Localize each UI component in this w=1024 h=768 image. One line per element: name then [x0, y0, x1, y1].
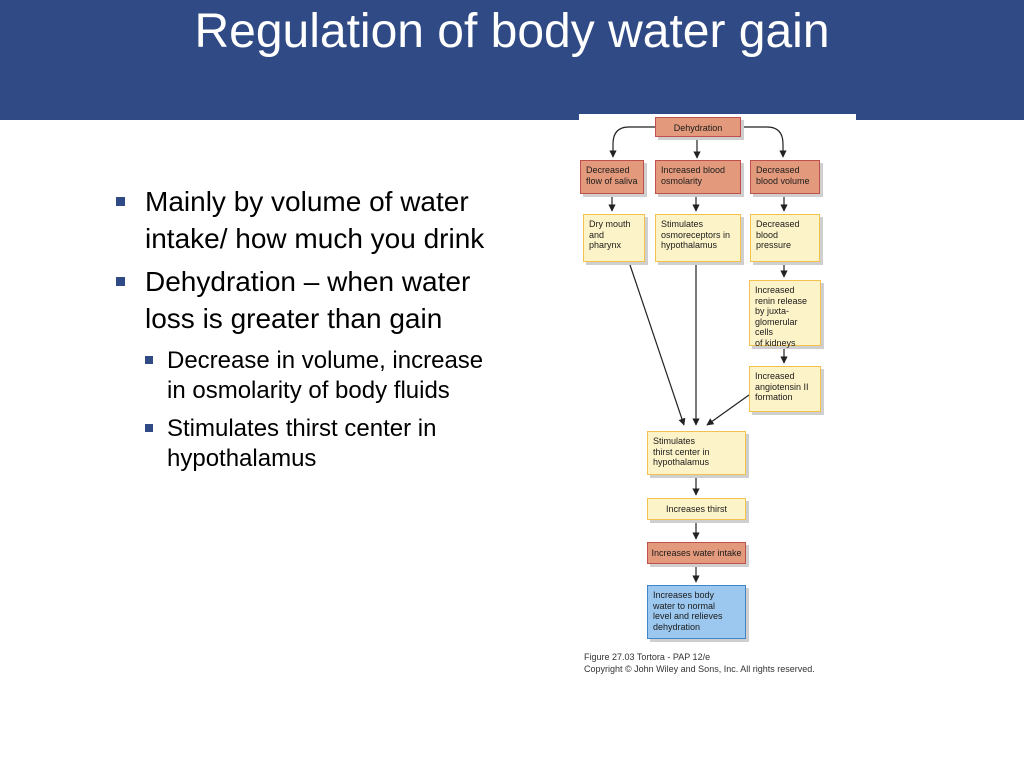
node-dehydration: Dehydration — [655, 117, 741, 137]
sub-bullet-item: Stimulates thirst center in hypothalamus — [145, 414, 492, 474]
node-decreased-flow-of-saliva: Decreased flow of saliva — [580, 160, 644, 194]
sub-bullet-list: Decrease in volume, increase in osmolari… — [145, 346, 492, 474]
arrow — [706, 394, 750, 426]
flowchart-figure: Dehydration Decreased flow of saliva Inc… — [579, 114, 856, 684]
bullet-text: Dehydration – when water loss is greater… — [145, 266, 471, 334]
node-stimulates-osmoreceptors: Stimulates osmoreceptors in hypothalamus — [655, 214, 741, 262]
bullet-item: Dehydration – when water loss is greater… — [112, 264, 492, 474]
bullet-text: Mainly by volume of water intake/ how mu… — [145, 186, 485, 254]
figure-caption: Figure 27.03 Tortora - PAP 12/e Copyrigh… — [584, 652, 815, 674]
node-increases-water-intake: Increases water intake — [647, 542, 746, 564]
node-decreased-blood-pressure: Decreased blood pressure — [750, 214, 820, 262]
node-decreased-blood-volume: Decreased blood volume — [750, 160, 820, 194]
node-dry-mouth-and-pharynx: Dry mouth and pharynx — [583, 214, 645, 262]
node-increased-blood-osmolarity: Increased blood osmolarity — [655, 160, 741, 194]
arrow — [628, 261, 686, 426]
sub-bullet-item: Decrease in volume, increase in osmolari… — [145, 346, 492, 406]
arrow — [609, 126, 655, 158]
bullet-item: Mainly by volume of water intake/ how mu… — [112, 184, 492, 257]
bullet-list: Mainly by volume of water intake/ how mu… — [112, 184, 492, 482]
node-increases-thirst: Increases thirst — [647, 498, 746, 520]
flowchart-arrows — [608, 126, 788, 583]
title-bar: Regulation of body water gain — [0, 0, 1024, 120]
slide-title: Regulation of body water gain — [194, 5, 830, 58]
node-increased-angiotensin: Increased angiotensin II formation — [749, 366, 821, 412]
arrow — [741, 126, 787, 158]
node-increases-body-water: Increases body water to normal level and… — [647, 585, 746, 639]
node-stimulates-thirst-center: Stimulates thirst center in hypothalamus — [647, 431, 746, 475]
sub-bullet-text: Stimulates thirst center in hypothalamus — [167, 415, 437, 472]
node-increased-renin-release: Increased renin release by juxta- glomer… — [749, 280, 821, 348]
sub-bullet-text: Decrease in volume, increase in osmolari… — [167, 347, 484, 404]
